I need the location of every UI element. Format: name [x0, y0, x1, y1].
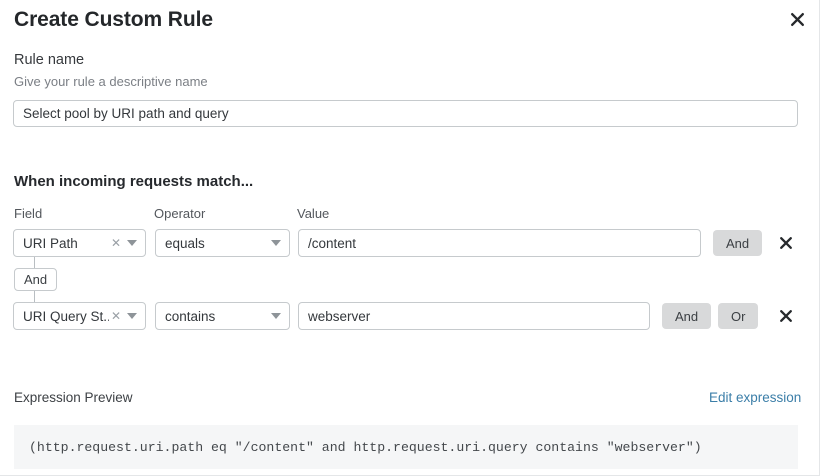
- field-select-2[interactable]: URI Query St... ✕: [13, 302, 146, 330]
- conditions-heading: When incoming requests match...: [14, 173, 254, 190]
- rule-name-label: Rule name: [14, 52, 85, 68]
- close-glyph: [780, 310, 792, 322]
- field-select-2-value: URI Query St...: [23, 308, 109, 324]
- close-glyph: [790, 12, 804, 26]
- operator-select-1-value: equals: [165, 235, 205, 251]
- remove-condition-1[interactable]: [775, 231, 797, 255]
- chevron-down-icon: [271, 240, 281, 246]
- clear-icon[interactable]: ✕: [110, 309, 121, 323]
- connector-line-top: [34, 257, 35, 269]
- clear-icon[interactable]: ✕: [110, 236, 121, 250]
- close-icon[interactable]: [783, 5, 811, 33]
- and-button-1[interactable]: And: [713, 230, 763, 256]
- expression-preview-label: Expression Preview: [14, 390, 133, 405]
- or-button-2[interactable]: Or: [718, 303, 759, 329]
- chevron-down-icon: [271, 313, 281, 319]
- edit-expression-link[interactable]: Edit expression: [709, 390, 802, 405]
- chevron-down-icon: [127, 313, 137, 319]
- operator-select-1[interactable]: equals: [155, 229, 290, 257]
- field-select-1-value: URI Path: [23, 235, 78, 251]
- connector-line-bottom: [34, 291, 35, 302]
- chevron-down-icon: [127, 240, 137, 246]
- expression-code: (http.request.uri.path eq "/content" and…: [29, 439, 702, 455]
- condition-row: URI Query St... ✕ contains And Or: [0, 302, 820, 330]
- dialog-title: Create Custom Rule: [14, 8, 213, 31]
- close-glyph: [780, 237, 792, 249]
- rule-name-description: Give your rule a descriptive name: [14, 74, 208, 89]
- column-header-value: Value: [297, 206, 330, 221]
- and-button-2[interactable]: And: [662, 303, 712, 329]
- group-connector-and[interactable]: And: [14, 268, 58, 291]
- value-input-2[interactable]: [298, 302, 650, 330]
- operator-select-2[interactable]: contains: [155, 302, 290, 330]
- column-header-field: Field: [14, 206, 43, 221]
- remove-condition-2[interactable]: [775, 304, 797, 328]
- condition-row: URI Path ✕ equals And: [0, 229, 820, 257]
- value-input-1[interactable]: [298, 229, 701, 257]
- operator-select-2-value: contains: [165, 308, 216, 324]
- expression-preview-box: (http.request.uri.path eq "/content" and…: [14, 425, 798, 469]
- rule-name-input[interactable]: [13, 100, 798, 127]
- field-select-1[interactable]: URI Path ✕: [13, 229, 146, 257]
- column-header-operator: Operator: [154, 206, 206, 221]
